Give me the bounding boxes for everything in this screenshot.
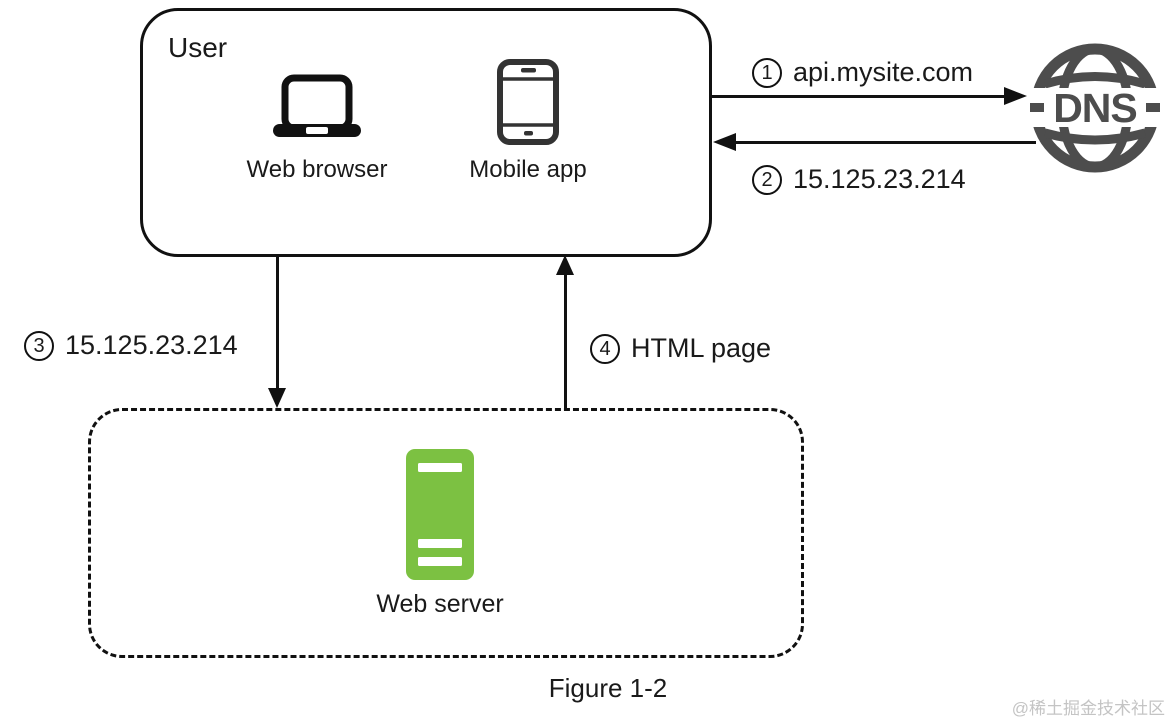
arrow-dns-request-line [711,95,1004,98]
dns-globe-icon: DNS [1027,43,1163,173]
user-box [140,8,712,257]
arrow-server-response-head [556,255,574,275]
web-server-icon [406,449,474,580]
user-box-title: User [168,32,228,63]
web-server-box [88,408,804,658]
step-1-text: api.mysite.com [793,57,974,87]
arrow-server-request-head [268,388,286,408]
step-1-label: 1 api.mysite.com [752,57,973,88]
arrow-server-response-line [564,274,567,408]
step-4-number-badge: 4 [590,333,620,364]
mobile-phone-icon [497,59,559,145]
step-4-text: HTML page [631,333,772,363]
web-server-label: Web server [376,590,504,618]
mobile-app-label: Mobile app [469,156,587,183]
step-4-label: 4 HTML page [590,333,771,364]
figure-caption: Figure 1-2 [548,673,668,703]
dns-label: DNS [1053,85,1137,131]
step-1-number-badge: 1 [752,57,782,88]
web-browser-label: Web browser [246,156,388,183]
step-2-number-badge: 2 [752,164,782,195]
step-2-text: 15.125.23.214 [793,164,966,194]
step-3-label: 3 15.125.23.214 [24,330,238,361]
step-3-number-badge: 3 [24,330,54,361]
laptop-icon [273,74,361,137]
arrow-dns-response-head [713,133,736,151]
arrow-dns-request-head [1004,87,1027,105]
watermark: @稀土掘金技术社区 [1011,699,1165,718]
step-3-text: 15.125.23.214 [65,330,238,360]
arrow-dns-response-line [736,141,1036,144]
step-2-label: 2 15.125.23.214 [752,164,966,195]
arrow-server-request-line [276,255,279,389]
